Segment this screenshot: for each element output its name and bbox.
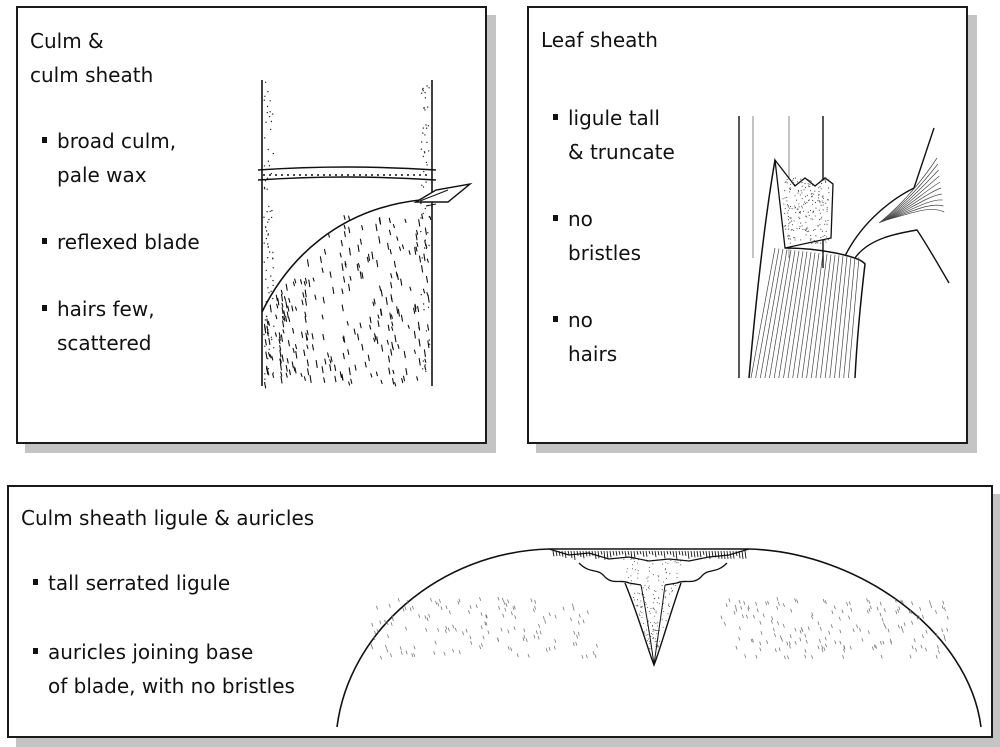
culm-bullet-3: hairs few, scattered xyxy=(42,292,155,360)
culm-panel-title: Culm & culm sheath xyxy=(30,29,154,87)
ligule-auricles-panel: Culm sheath ligule & auricles tall serra… xyxy=(7,485,993,738)
culm-bullet-1: broad culm, pale wax xyxy=(42,124,176,192)
culm-bullet-2: reflexed blade xyxy=(42,225,200,259)
leaf-sheath-illustration xyxy=(738,116,950,379)
ligule-bullet-2: auricles joining base of blade, with no … xyxy=(33,635,295,703)
bullet-dot xyxy=(33,579,38,585)
ligule-bullet-1: tall serrated ligule xyxy=(33,566,230,600)
leaf-bullet-2: no bristles xyxy=(553,202,641,270)
culm-illustration xyxy=(257,80,473,389)
leaf-bullet-3: no hairs xyxy=(553,303,617,371)
ligule-auricles-panel-title: Culm sheath ligule & auricles xyxy=(21,506,315,530)
bullet-dot xyxy=(553,215,558,221)
bullet-dot xyxy=(33,648,38,654)
bullet-dot xyxy=(553,316,558,322)
bullet-dot xyxy=(42,137,47,143)
bullet-dot xyxy=(42,238,47,244)
leaf-sheath-panel: Leaf sheath ligule tall & truncate no br… xyxy=(527,6,968,444)
bullet-dot xyxy=(553,114,558,120)
leaf-bullet-1: ligule tall & truncate xyxy=(553,101,675,169)
culm-panel: Culm & culm sheath broad culm, pale wax … xyxy=(16,6,487,444)
ligule-auricles-illustration xyxy=(336,548,982,728)
bullet-dot xyxy=(42,305,47,311)
leaf-sheath-panel-title: Leaf sheath xyxy=(541,28,658,52)
